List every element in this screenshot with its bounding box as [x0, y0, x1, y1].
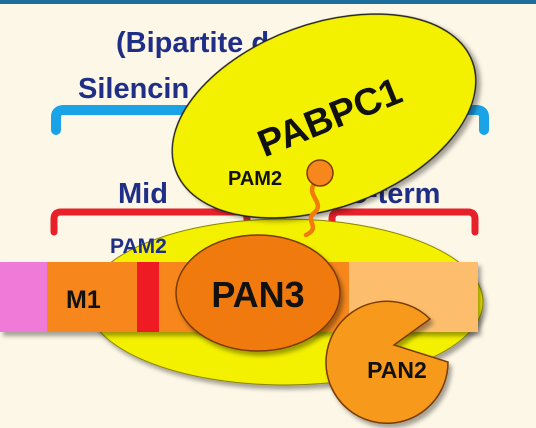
- m1-label: M1: [66, 286, 101, 314]
- silencing-heading: Silencin: [78, 73, 189, 105]
- m1-domain-segment: [47, 262, 137, 332]
- pam2-bar-label: PAM2: [110, 235, 167, 258]
- pam2-red-segment: [137, 262, 159, 332]
- pan3-ellipse: [175, 234, 341, 352]
- pan2-pacman: [325, 300, 449, 425]
- pan3-label: PAN3: [211, 274, 304, 315]
- pabpc1-ellipse: [171, 13, 477, 219]
- cterm-domain-bracket: [328, 208, 479, 236]
- pam2-linker: [303, 181, 321, 238]
- top-rule: [0, 0, 536, 4]
- mid-label: Mid: [118, 178, 168, 210]
- pam2-motif-ball: [306, 159, 334, 187]
- pam2-motif-label: PAM2: [228, 168, 282, 190]
- pink-domain-segment: [0, 262, 47, 332]
- pan2-label: PAN2: [367, 357, 427, 383]
